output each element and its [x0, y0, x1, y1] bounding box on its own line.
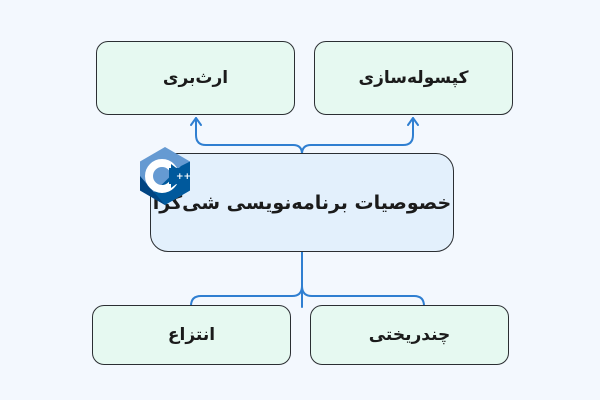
node-label: چندریختی: [368, 325, 451, 345]
cpp-logo-icon: ++: [140, 147, 191, 205]
node-oop-features: خصوصیات برنامه‌نویسی شی‌گرا: [150, 153, 454, 252]
node-polymorphism: چندریختی: [310, 305, 509, 365]
node-encapsulation: کپسوله‌سازی: [314, 41, 513, 115]
svg-text:++: ++: [176, 172, 191, 182]
node-label: خصوصیات برنامه‌نویسی شی‌گرا: [152, 191, 452, 214]
node-label: انتزاع: [167, 325, 216, 345]
node-label: ارث‌بری: [162, 68, 229, 88]
node-abstraction: انتزاع: [92, 305, 291, 365]
node-inheritance: ارث‌بری: [96, 41, 295, 115]
node-label: کپسوله‌سازی: [358, 68, 469, 88]
